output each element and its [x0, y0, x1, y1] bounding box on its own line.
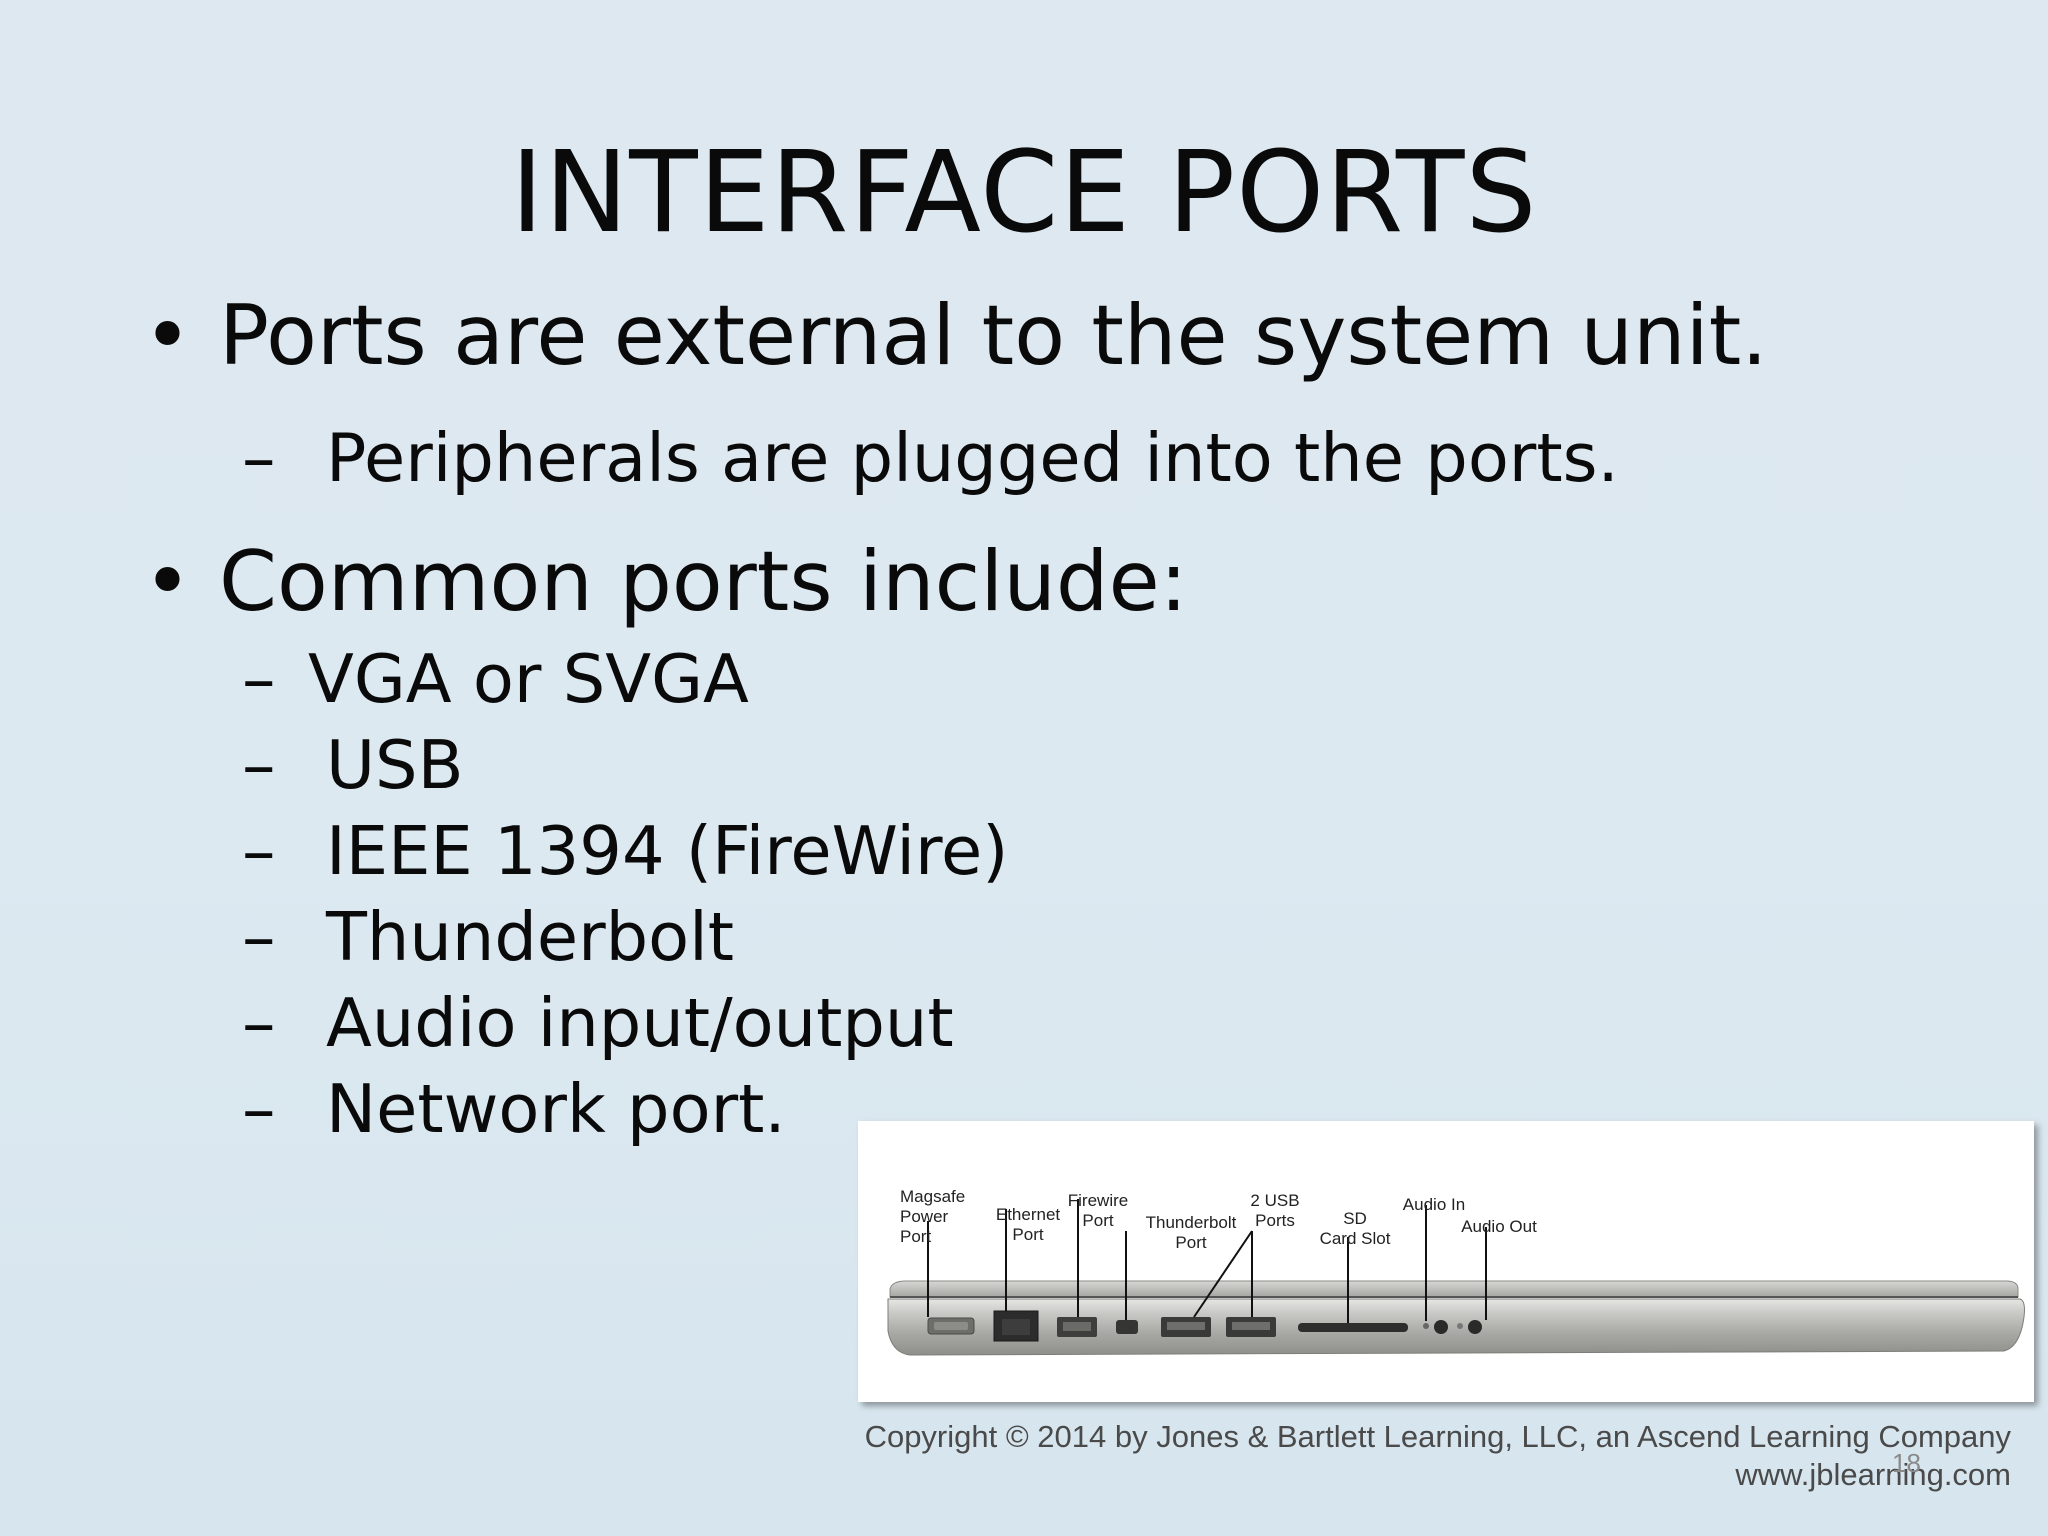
sub-bullet-item: –Thunderbolt [242, 895, 734, 979]
magsafe-port-inner [934, 1322, 968, 1330]
sub-bullet-marker: – [242, 984, 276, 1062]
magsafe-port-label: Magsafe Power Port [900, 1187, 966, 1246]
bullet-item: • Common ports include: [143, 532, 1188, 632]
thunderbolt-port-shape [1116, 1320, 1138, 1334]
sub-bullet-item: –VGA or SVGA [242, 637, 749, 721]
thunderbolt-port-label: Thunderbolt Port [1145, 1213, 1237, 1252]
laptop-ports-photo: Magsafe Power Port Ethernet Port Firewir… [858, 1121, 2034, 1402]
sub-bullet-marker: – [242, 726, 276, 804]
bullet-marker: • [143, 287, 192, 384]
sub-bullet-item: –IEEE 1394 (FireWire) [242, 809, 1008, 893]
sub-bullet-marker: – [242, 812, 276, 890]
sub-bullet-text: USB [326, 726, 464, 804]
sub-bullet-item: –USB [242, 723, 464, 807]
sub-bullet-marker: – [242, 1070, 276, 1148]
ethernet-port-inner [1002, 1319, 1030, 1335]
firewire-port-label: Firewire Port [1067, 1191, 1129, 1230]
bullet-marker: • [143, 533, 192, 630]
sd-card-slot-label: SD Card Slot [1319, 1209, 1391, 1248]
audio-in-label: Audio In [1402, 1195, 1466, 1214]
sub-bullet-marker: – [242, 419, 276, 497]
slide-title: INTERFACE PORTS [510, 128, 1538, 258]
copyright-line: Copyright © 2014 by Jones & Bartlett Lea… [864, 1419, 2011, 1454]
usb-port-1-inner [1167, 1322, 1205, 1330]
leader-lines [927, 1199, 1487, 1323]
audio-out-jack [1468, 1320, 1482, 1334]
laptop-lid [889, 1280, 2019, 1298]
sub-bullet-text: Audio input/output [326, 984, 954, 1062]
audio-in-jack [1434, 1320, 1448, 1334]
bullet-text: Common ports include: [219, 533, 1188, 630]
sub-bullet-marker: – [242, 640, 276, 718]
laptop-base [887, 1298, 2025, 1356]
audio-in-indicator [1423, 1323, 1429, 1329]
sub-bullet-item: –Network port. [242, 1067, 786, 1151]
usb-ports-label: 2 USB Ports [1250, 1191, 1300, 1230]
sub-bullet-marker: – [242, 898, 276, 976]
sub-bullet-text: Network port. [326, 1070, 786, 1148]
firewire-port-inner [1063, 1322, 1091, 1331]
sub-bullet-text: IEEE 1394 (FireWire) [326, 812, 1009, 890]
laptop-side-illustration [887, 1199, 2025, 1356]
audio-out-label: Audio Out [1461, 1217, 1537, 1236]
copyright-notice: Copyright © 2014 by Jones & Bartlett Lea… [865, 1418, 2011, 1494]
usb-port-2-inner [1232, 1322, 1270, 1330]
sub-bullet-text: Thunderbolt [326, 898, 735, 976]
bullet-text: Ports are external to the system unit. [219, 287, 1768, 384]
sub-bullet-item: –Peripherals are plugged into the ports. [242, 416, 1619, 500]
sd-card-slot-shape [1298, 1323, 1408, 1332]
slide-number: 18 [1892, 1448, 1921, 1478]
sub-bullet-text: VGA or SVGA [308, 640, 749, 718]
sub-bullet-item: –Audio input/output [242, 981, 954, 1065]
sub-bullet-text: Peripherals are plugged into the ports. [326, 419, 1619, 497]
audio-out-indicator [1457, 1323, 1463, 1329]
website-url: www.jblearning.com [1735, 1457, 2011, 1492]
ethernet-port-label: Ethernet Port [995, 1205, 1061, 1244]
bullet-item: • Ports are external to the system unit. [143, 286, 1768, 386]
